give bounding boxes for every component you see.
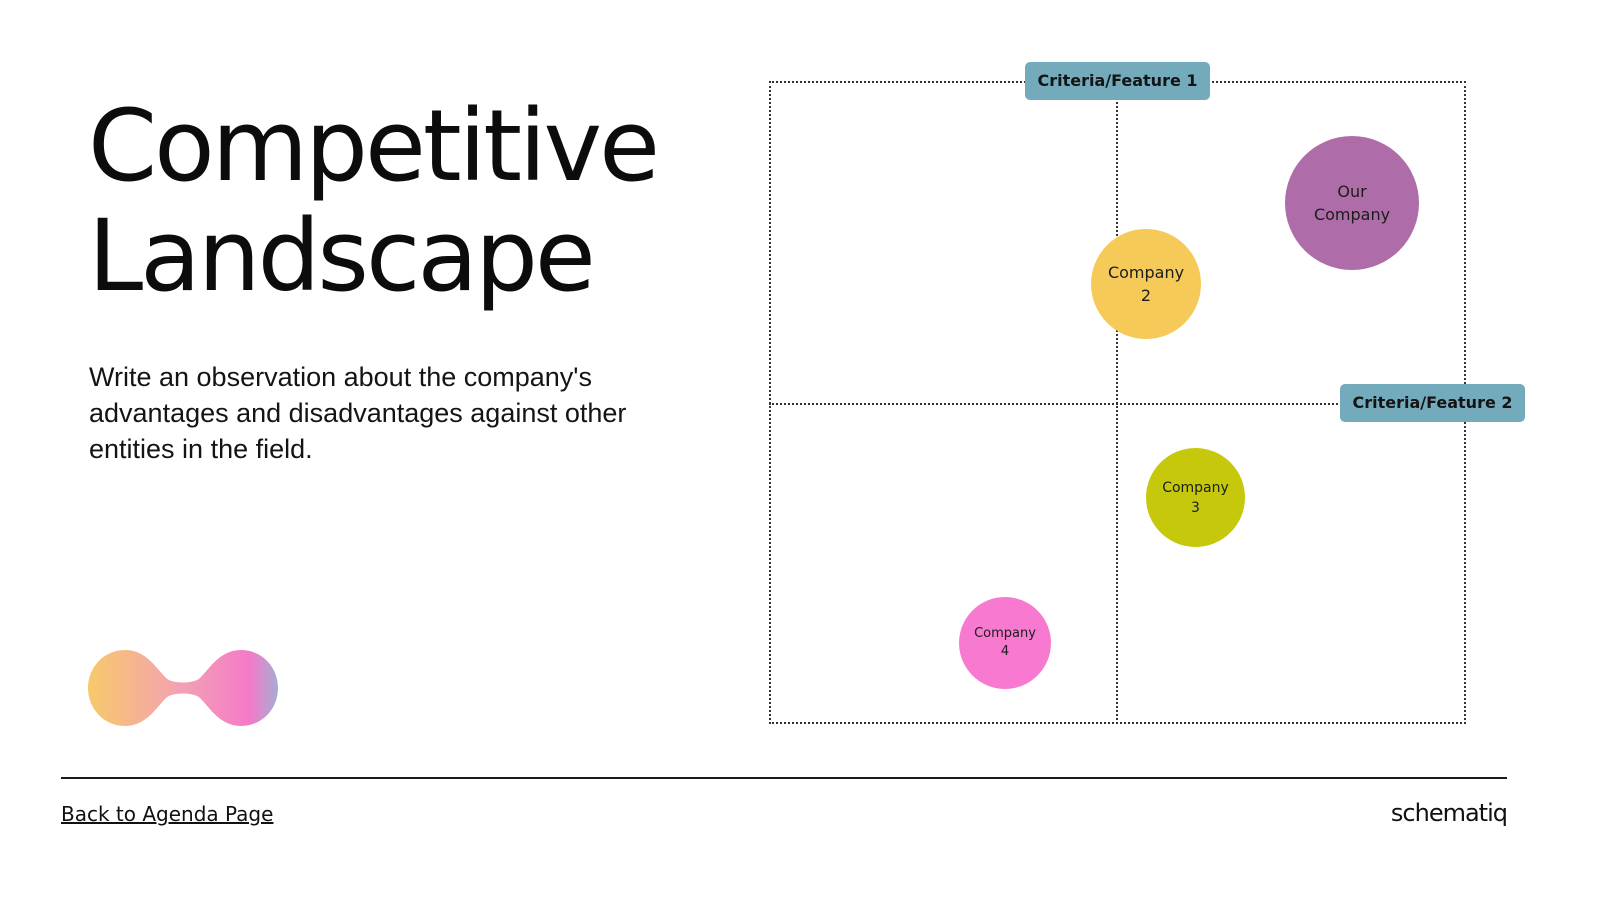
criteria-feature-1-label: Criteria/Feature 1	[1025, 62, 1210, 100]
company-4-bubble: Company 4	[959, 597, 1051, 689]
page-title-line-2: Landscape	[88, 199, 596, 314]
footer-divider	[61, 777, 1507, 779]
our-company-bubble: Our Company	[1285, 136, 1419, 270]
criteria-feature-2-label: Criteria/Feature 2	[1340, 384, 1525, 422]
back-to-agenda-link[interactable]: Back to Agenda Page	[61, 802, 274, 826]
observation-text: Write an observation about the company's…	[89, 362, 627, 464]
gradient-blob-icon	[88, 650, 278, 726]
our-company-label: Our Company	[1313, 182, 1391, 224]
company-3-bubble: Company 3	[1146, 448, 1245, 547]
company-2-label: Company 2	[1107, 263, 1185, 305]
page-title: Competitive Landscape	[88, 92, 748, 312]
company-4-label: Company 4	[974, 626, 1036, 659]
brand-logo: schematiq	[1390, 799, 1508, 827]
company-3-label: Company 3	[1162, 479, 1229, 516]
matrix-vertical-axis	[1116, 81, 1118, 724]
page-title-line-1: Competitive	[88, 89, 660, 204]
matrix-horizontal-axis	[769, 403, 1466, 405]
company-2-bubble: Company 2	[1091, 229, 1201, 339]
